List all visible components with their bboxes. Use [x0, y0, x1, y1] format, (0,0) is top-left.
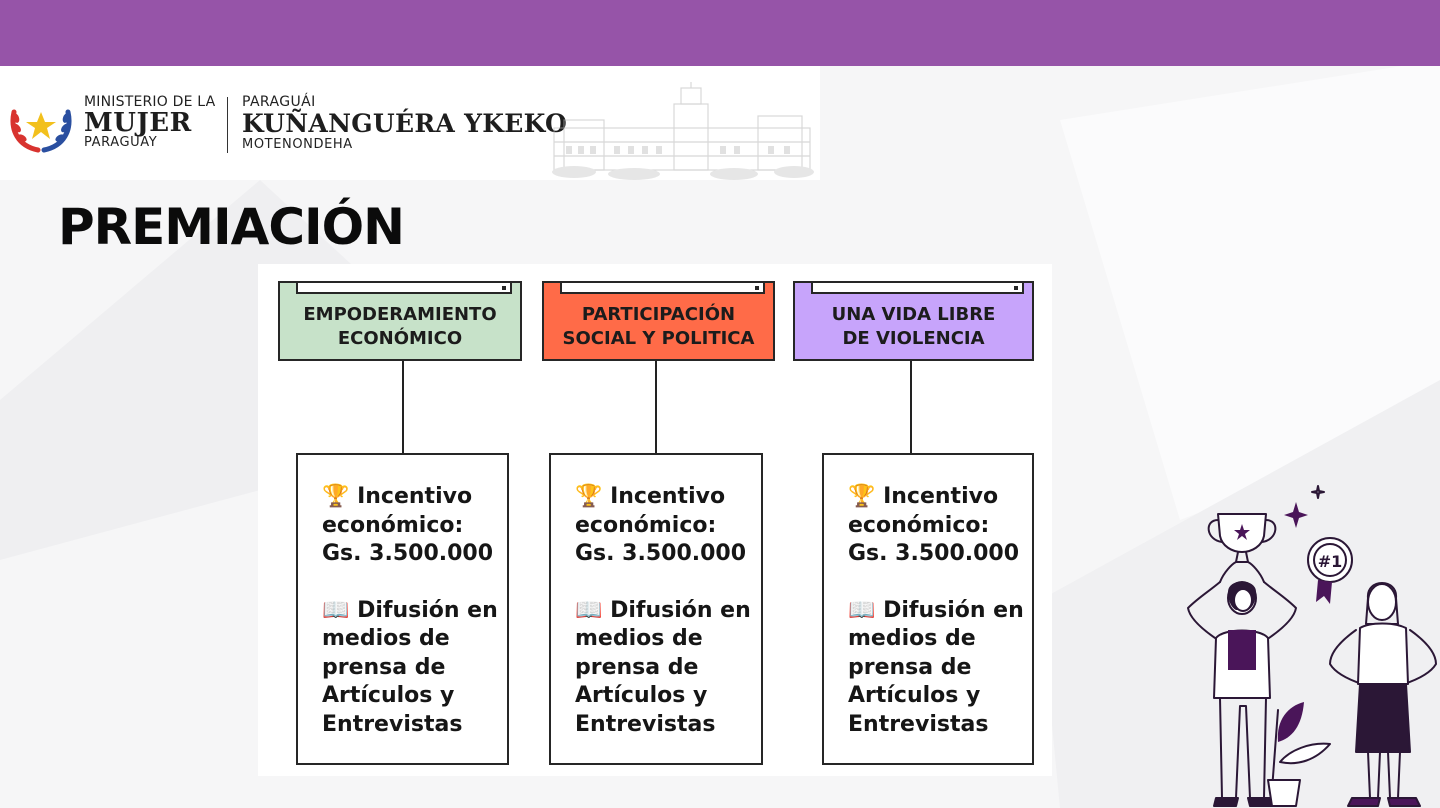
award-card-empoderamiento: 🏆 Incentivo económico: Gs. 3.500.000 📖 D… [296, 453, 509, 765]
category-label: PARTICIPACIÓN SOCIAL Y POLITICA [562, 304, 755, 349]
connector-line [402, 361, 404, 454]
diffusion-text: 📖 Difusión en medios de prensa de Artícu… [848, 597, 1024, 737]
ministry-line-2: MUJER [84, 108, 192, 138]
guarani-line-2: KUÑANGUÉRA YKEKO [242, 109, 568, 138]
header-tab [296, 281, 512, 294]
incentive-text: 🏆 Incentivo económico: Gs. 3.500.000 [575, 484, 747, 566]
category-label: UNA VIDA LIBRE DE VIOLENCIA [831, 304, 996, 349]
ministry-seal-icon [10, 109, 72, 153]
ministry-name: MINISTERIO DE LA MUJER PARAGUAY [84, 94, 215, 150]
award-card-violencia: 🏆 Incentivo económico: Gs. 3.500.000 📖 D… [822, 453, 1034, 765]
connector-line [655, 361, 657, 454]
logo-divider [227, 97, 228, 153]
ministry-line-1: MINISTERIO DE LA [84, 94, 216, 110]
header-tab [811, 281, 1024, 294]
diffusion-text: 📖 Difusión en medios de prensa de Artícu… [575, 597, 751, 737]
trophy-icon: 🏆 [322, 484, 350, 509]
category-header-empoderamiento: EMPODERAMIENTO ECONÓMICO [278, 281, 522, 361]
incentive-text: 🏆 Incentivo económico: Gs. 3.500.000 [848, 484, 1020, 566]
category-header-violencia: UNA VIDA LIBRE DE VIOLENCIA [793, 281, 1034, 361]
category-label: EMPODERAMIENTO ECONÓMICO [303, 304, 497, 349]
open-book-icon: 📖 [848, 597, 876, 623]
guarani-line-1: PARAGUÁI [242, 94, 316, 110]
connector-line [910, 361, 912, 454]
diffusion-text: 📖 Difusión en medios de prensa de Artícu… [322, 597, 498, 737]
women-trophy-illustration: #1 [1187, 485, 1437, 807]
logo-area [0, 66, 820, 180]
header-tab [560, 281, 765, 294]
open-book-icon: 📖 [322, 597, 350, 623]
top-bar [0, 0, 1440, 66]
guarani-name: PARAGUÁI KUÑANGUÉRA YKEKO MOTENONDEHA [242, 94, 567, 152]
medal-badge-text: #1 [1318, 552, 1343, 571]
ministry-line-3: PARAGUAY [84, 135, 158, 150]
guarani-line-3: MOTENONDEHA [242, 137, 353, 152]
palace-sketch-image [552, 82, 814, 180]
trophy-icon: 🏆 [575, 484, 603, 509]
incentive-text: 🏆 Incentivo económico: Gs. 3.500.000 [322, 484, 494, 566]
trophy-icon: 🏆 [848, 484, 876, 509]
page-title: PREMIACIÓN [58, 198, 405, 256]
open-book-icon: 📖 [575, 597, 603, 623]
award-card-participacion: 🏆 Incentivo económico: Gs. 3.500.000 📖 D… [549, 453, 763, 765]
category-header-participacion: PARTICIPACIÓN SOCIAL Y POLITICA [542, 281, 775, 361]
